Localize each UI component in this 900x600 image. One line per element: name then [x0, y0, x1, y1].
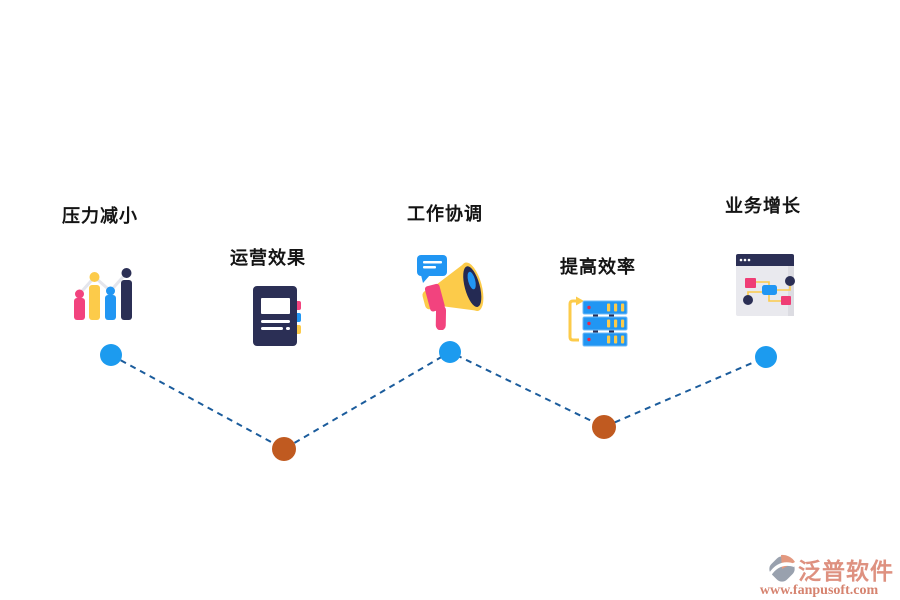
node-dot	[592, 415, 616, 439]
watermark-url-text: www.fanpusoft.com	[759, 583, 879, 598]
node-label-efficiency: 提高效率	[560, 257, 636, 278]
connector-dashed-line	[110, 350, 767, 451]
browser-flowchart-icon	[736, 254, 795, 316]
megaphone-horn	[422, 262, 484, 330]
node-label-business-growth: 业务增长	[725, 196, 801, 217]
server-stack-icon	[568, 296, 628, 347]
node-dot	[755, 346, 777, 368]
node-label-pressure-reduction: 压力减小	[62, 206, 138, 227]
flowchart	[743, 276, 795, 305]
watermark-brand-text: 泛普软件	[798, 559, 894, 585]
notebook-icon	[253, 286, 301, 346]
node-label-operation-effect: 运营效果	[230, 248, 306, 269]
node-dot	[439, 341, 461, 363]
node-dot	[100, 344, 122, 366]
loop-arrow	[568, 299, 579, 342]
server-bars	[582, 300, 628, 347]
speech-bubble	[417, 255, 447, 283]
bar-chart-icon	[74, 268, 132, 320]
node-label-work-coordination: 工作协调	[407, 204, 483, 225]
megaphone-icon	[417, 255, 484, 330]
fanpu-logo-icon	[769, 554, 795, 582]
watermark: 泛普软件 www.fanpusoft.com	[744, 552, 894, 599]
node-dot	[272, 437, 296, 461]
